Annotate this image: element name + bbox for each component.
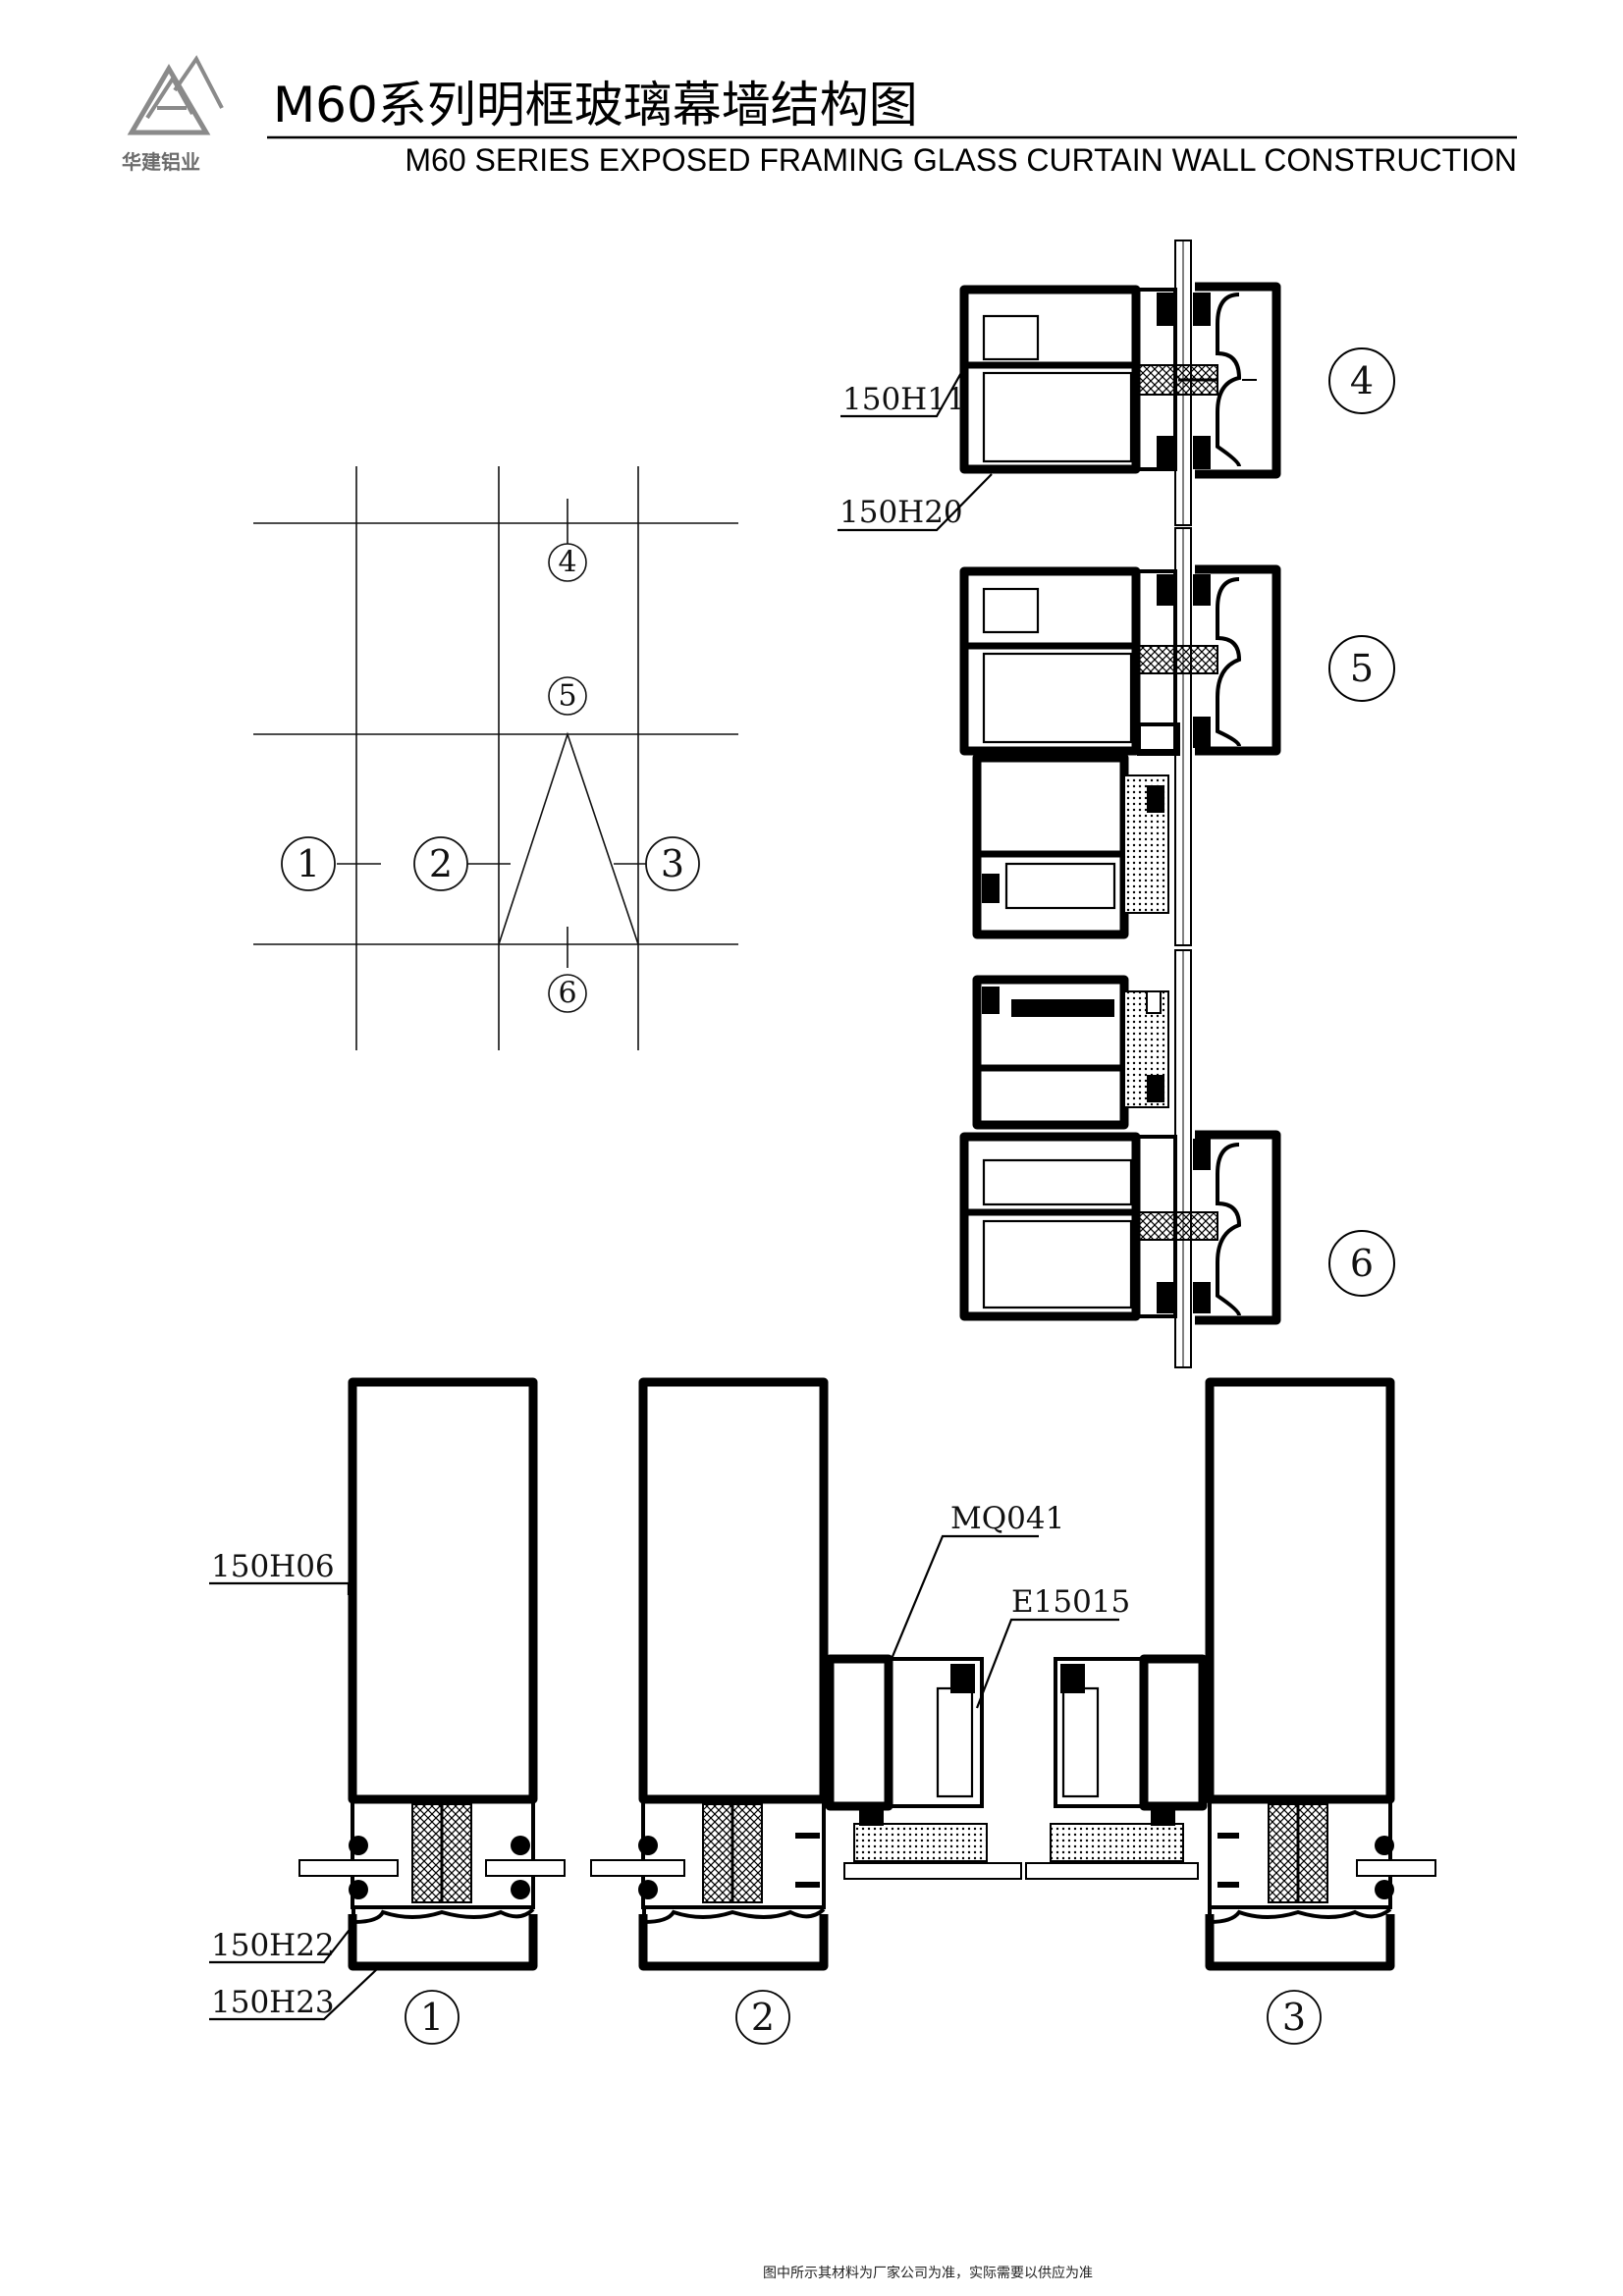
section-6-vent-bottom: 6 xyxy=(959,949,1395,1368)
part-label-MQ041: MQ041 xyxy=(950,1501,1064,1536)
part-label-150H23: 150H23 xyxy=(211,1985,335,2020)
title-chinese: M60系列明框玻璃幕墙结构图 xyxy=(273,77,918,133)
logo: 华建铝业 xyxy=(122,55,224,174)
key-marker-2: 2 xyxy=(429,842,453,885)
part-label-150H06: 150H06 xyxy=(211,1549,335,1584)
key-marker-3: 3 xyxy=(661,842,684,885)
part-label-150H20: 150H20 xyxy=(839,495,963,530)
section-4-label: 4 xyxy=(1350,359,1374,402)
section-2-mullion-vent: MQ041 E15015 2 xyxy=(590,1377,1130,2045)
section-3-mullion-vent: 3 xyxy=(1025,1377,1436,2045)
logo-mark-icon xyxy=(127,64,211,135)
footer-note: 图中所示其材料为厂家公司为准，实际需要以供应为准 xyxy=(763,2265,1093,2281)
part-label-150H22: 150H22 xyxy=(211,1928,335,1963)
section-1-label: 1 xyxy=(420,1996,444,2039)
key-marker-6: 6 xyxy=(558,977,576,1011)
section-5-vent-top: 5 xyxy=(959,527,1395,946)
section-4-transom: 150H11 150H20 4 xyxy=(838,240,1395,532)
key-marker-5: 5 xyxy=(558,679,576,714)
section-2-label: 2 xyxy=(751,1996,775,2039)
key-plan: 4 5 6 1 2 3 xyxy=(253,466,738,1050)
logo-text: 华建铝业 xyxy=(122,150,200,174)
title-english: M60 SERIES EXPOSED FRAMING GLASS CURTAIN… xyxy=(405,142,1517,178)
section-3-label: 3 xyxy=(1282,1996,1306,2039)
section-5-label: 5 xyxy=(1350,647,1374,690)
key-marker-1: 1 xyxy=(297,842,320,885)
section-6-label: 6 xyxy=(1350,1242,1374,1285)
part-label-E15015: E15015 xyxy=(1011,1584,1130,1620)
key-marker-4: 4 xyxy=(558,546,576,580)
section-1-mullion: 150H06 150H22 150H23 1 xyxy=(209,1377,566,2045)
